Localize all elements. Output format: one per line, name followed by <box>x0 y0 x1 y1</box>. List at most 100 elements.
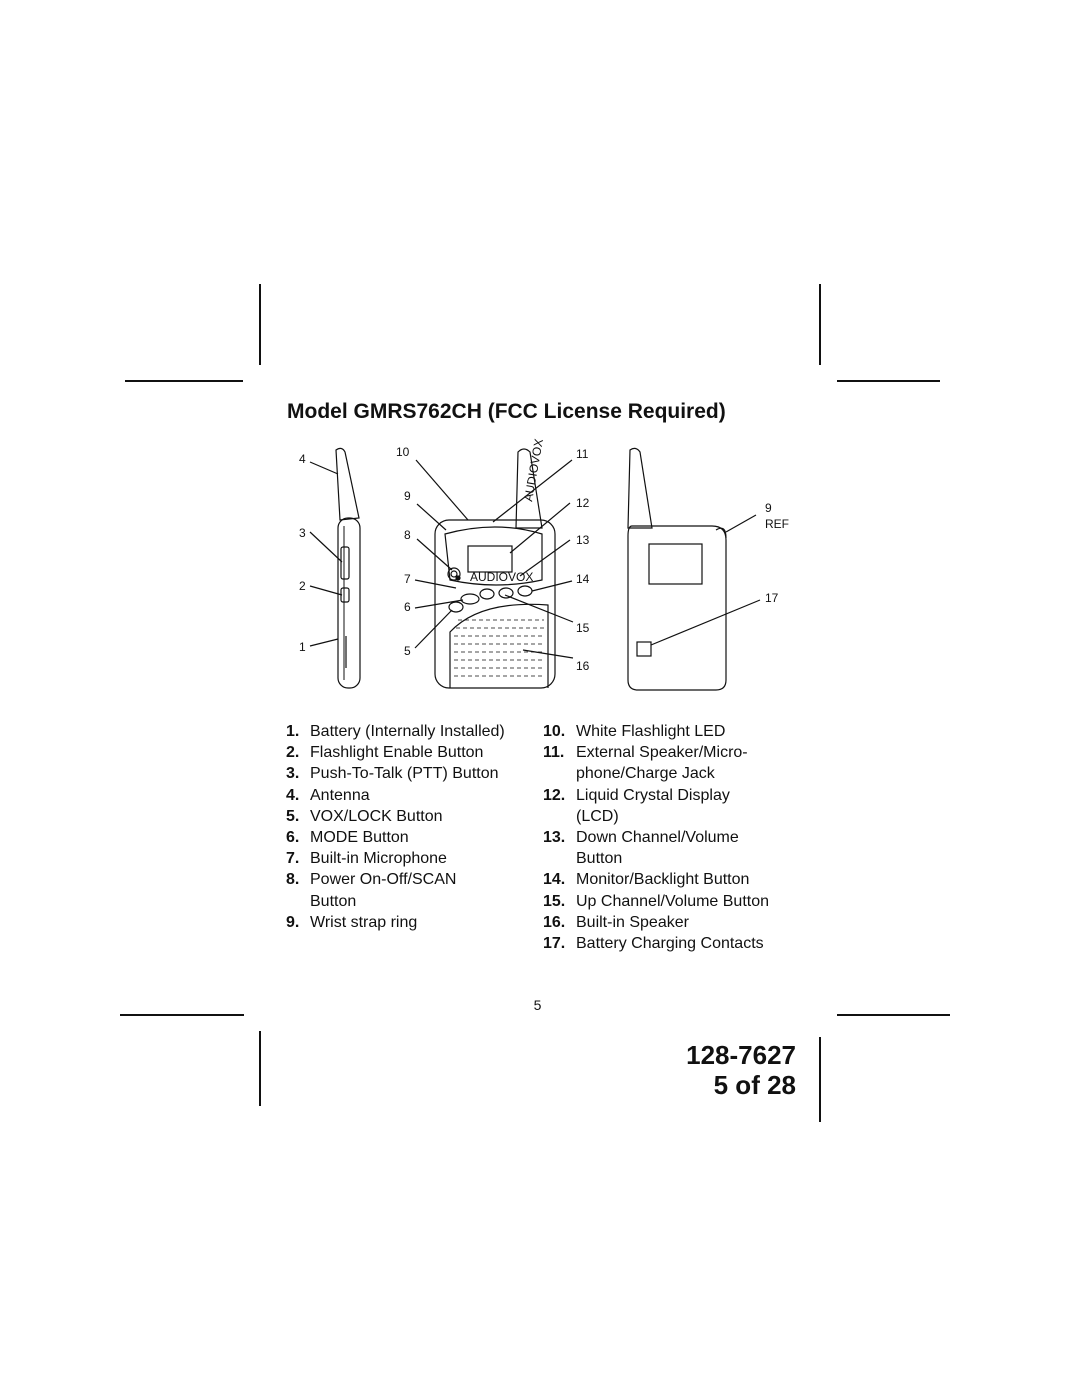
legend-item: 7. Built-in Microphone <box>286 848 505 869</box>
legend-item: 3. Push-To-Talk (PTT) Button <box>286 763 505 784</box>
callout-ref: REF <box>765 517 789 531</box>
legend-item-number: 13. <box>543 829 566 847</box>
legend-item-text: Down Channel/Volume <box>576 829 739 847</box>
callout-14: 14 <box>576 572 590 586</box>
legend-item: 8. Power On-Off/SCAN <box>286 869 505 890</box>
callout-4: 4 <box>299 452 306 466</box>
callout-1: 1 <box>299 640 306 654</box>
legend-item-number: 11. <box>543 744 565 762</box>
legend-item-number: 1. <box>286 723 300 740</box>
legend-item-text: Power On-Off/SCAN <box>310 871 457 889</box>
legend-item: Button <box>543 848 769 869</box>
front-view <box>434 448 556 689</box>
brand-mark-front: AUDIOVOX <box>470 570 533 584</box>
crop-mark-bottom-left-vertical <box>259 1031 261 1106</box>
back-view <box>627 447 727 691</box>
legend-item-text: Monitor/Backlight Button <box>576 871 750 889</box>
callout-5: 5 <box>404 644 411 658</box>
brand-mark-antenna: AUDIOVOX <box>521 438 546 503</box>
legend-item-text: Built-in Microphone <box>310 850 447 868</box>
legend-item-number <box>543 848 576 869</box>
legend-item-text: Liquid Crystal Display <box>576 786 730 804</box>
callout-7: 7 <box>404 572 411 586</box>
legend-right: 10. White Flashlight LED 11. External Speak… <box>543 721 769 954</box>
callout-9-back: 9 <box>765 501 772 515</box>
legend-left: 1. Battery (Internally Installed) 2. Flashl… <box>286 721 505 933</box>
crop-mark-top-left-vertical <box>259 284 261 365</box>
crop-mark-top-right-vertical <box>819 284 821 365</box>
legend-item-number: 8. <box>286 871 300 889</box>
legend-item: 10. White Flashlight LED <box>543 721 769 742</box>
legend-item-number: 12. <box>543 786 566 804</box>
callout-11: 11 <box>576 447 589 461</box>
legend-item-text: Up Channel/Volume Button <box>576 892 770 910</box>
legend-item-number <box>543 763 576 784</box>
legend-item: 2. Flashlight Enable Button <box>286 742 505 763</box>
legend-item: 1. Battery (Internally Installed) <box>286 721 505 742</box>
legend-item-text: MODE Button <box>310 829 409 847</box>
callout-2: 2 <box>299 579 306 593</box>
legend-item-number: 17. <box>543 935 566 953</box>
legend-item: 9. Wrist strap ring <box>286 912 505 933</box>
callout-16: 16 <box>576 659 590 673</box>
legend-item-text: (LCD) <box>576 807 619 825</box>
legend-item: (LCD) <box>543 806 769 827</box>
legend-item: 14. Monitor/Backlight Button <box>543 869 769 890</box>
legend-item-text: phone/Charge Jack <box>576 765 715 783</box>
legend-item-text: Button <box>576 850 623 868</box>
legend-item: 15. Up Channel/Volume Button <box>543 891 769 912</box>
legend-item-text: VOX/LOCK Button <box>310 807 443 825</box>
callout-6: 6 <box>404 600 411 614</box>
legend-item-text: Battery Charging Contacts <box>576 935 764 953</box>
crop-mark-top-right-horizontal <box>837 380 940 382</box>
legend-item-text: Wrist strap ring <box>310 913 418 931</box>
legend-item: 12. Liquid Crystal Display <box>543 785 769 806</box>
legend-item-number: 15. <box>543 892 566 910</box>
legend-item-text: External Speaker/Micro- <box>576 744 748 762</box>
legend-item: 13. Down Channel/Volume <box>543 827 769 848</box>
page-number: 5 <box>533 997 542 1013</box>
legend-item-text: White Flashlight LED <box>576 723 726 740</box>
legend-item-number: 10. <box>543 723 566 740</box>
legend-item-number: 4. <box>286 786 300 804</box>
callout-8: 8 <box>404 528 411 542</box>
legend-item-text: Battery (Internally Installed) <box>310 723 505 740</box>
legend-item: 17. Battery Charging Contacts <box>543 933 769 954</box>
legend-item: 5. VOX/LOCK Button <box>286 806 505 827</box>
legend-item-number <box>286 891 310 912</box>
radio-diagram: AUDIOVOX AUDIOVOX 4 3 2 1 10 9 8 7 6 5 1… <box>299 438 789 691</box>
callout-15: 15 <box>576 621 590 635</box>
legend-item-number: 3. <box>286 765 300 783</box>
callout-9: 9 <box>404 489 411 503</box>
legend-item-number: 7. <box>286 850 300 868</box>
legend-item: 6.MODE Button <box>286 827 505 848</box>
document-id: 128-7627 <box>686 1040 796 1070</box>
speaker-grille <box>454 619 544 677</box>
callout-17: 17 <box>765 591 779 605</box>
document-id-block: 128-7627 5 of 28 <box>686 1040 796 1100</box>
legend-item-number <box>543 806 576 827</box>
legend-item-text: Built-in Speaker <box>576 913 689 931</box>
legend-item: Button <box>286 891 505 912</box>
legend-item-text: Flashlight Enable Button <box>310 744 484 762</box>
crop-mark-bottom-right-horizontal <box>837 1014 950 1016</box>
legend-item-number: 2. <box>286 744 300 762</box>
crop-mark-top-left-horizontal <box>125 380 243 382</box>
flashlight-button-side <box>340 587 350 603</box>
callout-13: 13 <box>576 533 590 547</box>
page-title: Model GMRS762CH (FCC License Required) <box>287 400 726 423</box>
legend-item-number: 14. <box>543 871 566 889</box>
crop-mark-bottom-left-horizontal <box>120 1014 244 1016</box>
back-window <box>648 543 703 585</box>
side-view <box>335 447 361 689</box>
legend-item: 4. Antenna <box>286 785 505 806</box>
callout-12: 12 <box>576 496 590 510</box>
legend-item-number: 9. <box>286 913 300 931</box>
legend-item-text: Button <box>310 892 357 910</box>
ptt-button-side <box>340 546 350 580</box>
legend-item-number: 16. <box>543 913 566 931</box>
legend-item-text: Push-To-Talk (PTT) Button <box>310 765 499 783</box>
legend-item: 11. External Speaker/Micro- <box>543 742 769 763</box>
legend-item-number: 5. <box>286 807 300 825</box>
legend-item-text: Antenna <box>310 786 370 804</box>
